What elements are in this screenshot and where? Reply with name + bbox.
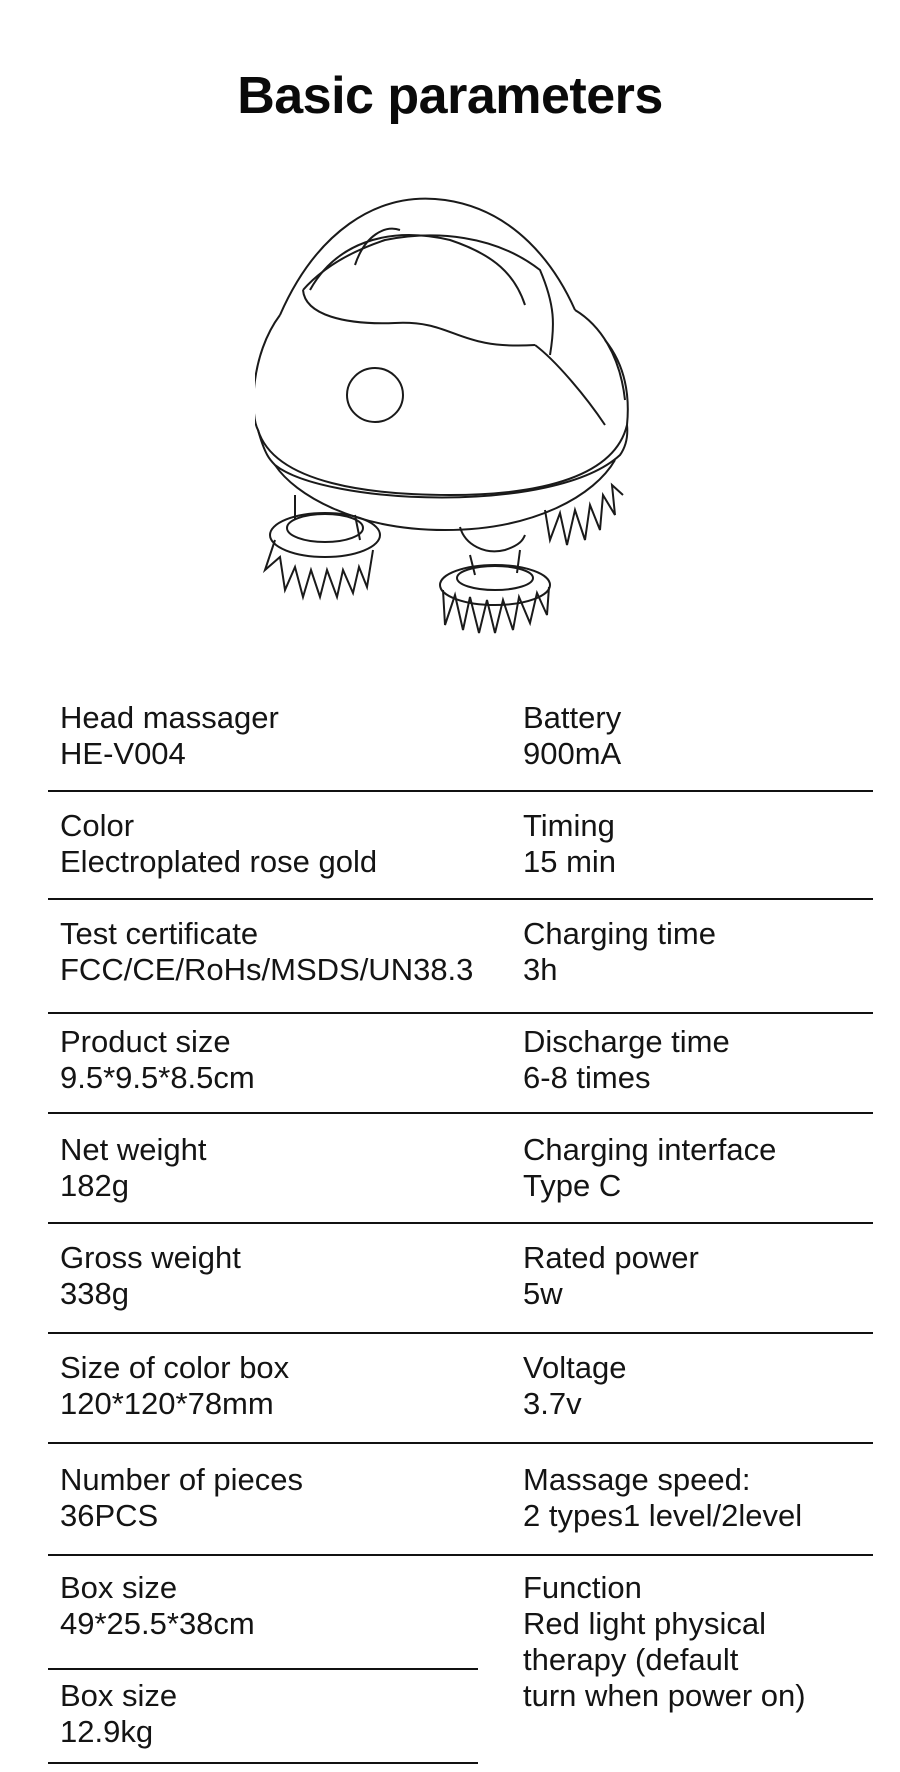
spec-box-weight: Box size 12.9kg: [60, 1678, 177, 1750]
spec-value: 5w: [523, 1276, 563, 1311]
row-divider: [48, 1332, 873, 1334]
spec-massage-speed: Massage speed: 2 types1 level/2level: [523, 1462, 802, 1534]
row-divider: [48, 898, 873, 900]
spec-gross-weight: Gross weight 338g: [60, 1240, 241, 1312]
row-divider: [48, 1762, 478, 1764]
row-divider: [48, 790, 873, 792]
spec-value: 49*25.5*38cm: [60, 1606, 255, 1641]
spec-label: Test certificate: [60, 916, 259, 951]
spec-value: 182g: [60, 1168, 129, 1203]
spec-value: 900mA: [523, 736, 622, 771]
spec-box-size: Box size 49*25.5*38cm: [60, 1570, 255, 1642]
spec-size-of-color-box: Size of color box 120*120*78mm: [60, 1350, 289, 1422]
spec-value: HE-V004: [60, 736, 186, 771]
spec-value: 9.5*9.5*8.5cm: [60, 1060, 255, 1095]
spec-voltage: Voltage 3.7v: [523, 1350, 626, 1422]
spec-label: Function: [523, 1570, 642, 1605]
spec-value-line: therapy (default: [523, 1642, 739, 1677]
spec-product-size: Product size 9.5*9.5*8.5cm: [60, 1024, 255, 1096]
spec-value: 15 min: [523, 844, 617, 879]
row-divider: [48, 1012, 873, 1014]
spec-label: Gross weight: [60, 1240, 241, 1275]
spec-value: Type C: [523, 1168, 622, 1203]
spec-value-line: Red light physical: [523, 1606, 766, 1641]
spec-function: Function Red light physical therapy (def…: [523, 1570, 806, 1714]
spec-label: Timing: [523, 808, 615, 843]
spec-value: 338g: [60, 1276, 129, 1311]
spec-label: Voltage: [523, 1350, 627, 1385]
spec-label: Box size: [60, 1570, 178, 1605]
spec-value: 36PCS: [60, 1498, 159, 1533]
spec-label: Charging interface: [523, 1132, 777, 1167]
row-divider: [48, 1442, 873, 1444]
spec-label: Battery: [523, 700, 622, 735]
spec-head-massager: Head massager HE-V004: [60, 700, 279, 772]
spec-discharge-time: Discharge time 6-8 times: [523, 1024, 730, 1096]
head-massager-line-drawing-icon: [255, 197, 629, 634]
spec-value: 3.7v: [523, 1386, 582, 1421]
spec-label: Net weight: [60, 1132, 207, 1167]
spec-value: 3h: [523, 952, 558, 987]
spec-value: FCC/CE/RoHs/MSDS/UN38.3: [60, 952, 474, 987]
spec-rated-power: Rated power 5w: [523, 1240, 699, 1312]
spec-label: Massage speed:: [523, 1462, 751, 1497]
spec-value: 6-8 times: [523, 1060, 651, 1095]
spec-number-of-pieces: Number of pieces 36PCS: [60, 1462, 303, 1534]
spec-label: Size of color box: [60, 1350, 290, 1385]
spec-label: Product size: [60, 1024, 231, 1059]
row-divider: [48, 1668, 478, 1670]
spec-battery: Battery 900mA: [523, 700, 621, 772]
spec-value: 12.9kg: [60, 1714, 154, 1749]
spec-label: Number of pieces: [60, 1462, 303, 1497]
spec-label: Discharge time: [523, 1024, 730, 1059]
spec-value: Electroplated rose gold: [60, 844, 378, 879]
row-divider: [48, 1554, 873, 1556]
spec-label: Head massager: [60, 700, 279, 735]
spec-color: Color Electroplated rose gold: [60, 808, 377, 880]
spec-label: Color: [60, 808, 135, 843]
spec-test-certificate: Test certificate FCC/CE/RoHs/MSDS/UN38.3: [60, 916, 473, 988]
spec-value: 2 types1 level/2level: [523, 1498, 803, 1533]
spec-label: Box size: [60, 1678, 178, 1713]
spec-value-line: turn when power on): [523, 1678, 806, 1713]
spec-label: Rated power: [523, 1240, 699, 1275]
spec-timing: Timing 15 min: [523, 808, 616, 880]
spec-value: 120*120*78mm: [60, 1386, 274, 1421]
row-divider: [48, 1222, 873, 1224]
spec-charging-interface: Charging interface Type C: [523, 1132, 776, 1204]
spec-charging-time: Charging time 3h: [523, 916, 716, 988]
row-divider: [48, 1112, 873, 1114]
spec-label: Charging time: [523, 916, 716, 951]
page-title: Basic parameters: [237, 67, 663, 125]
spec-net-weight: Net weight 182g: [60, 1132, 206, 1204]
